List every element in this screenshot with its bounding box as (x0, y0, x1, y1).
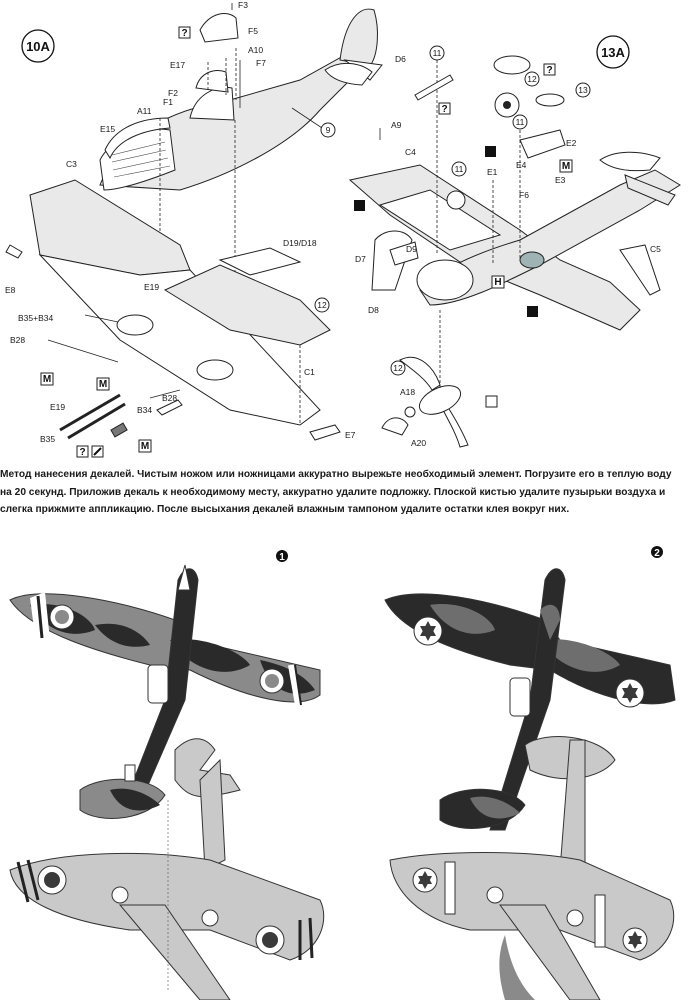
label-e19b: E19 (50, 402, 65, 412)
assembly-diagram: 10A 13A (5, 0, 681, 458)
callout-11b: 11 (516, 117, 525, 127)
fuselage-assembly-right (348, 55, 681, 448)
scheme-number-2: 2 (651, 546, 663, 559)
scheme2-top-view (384, 568, 676, 831)
label-d8: D8 (368, 305, 379, 315)
paint-schemes: 1 2 (9, 546, 676, 1000)
label-c1: C1 (304, 367, 315, 377)
scheme1-top-view (9, 564, 321, 819)
label-a10: A10 (248, 45, 263, 55)
step-badge-10a: 10A (21, 29, 55, 63)
callout-13: 13 (578, 85, 588, 95)
label-b35: B35 (40, 434, 55, 444)
box-m-1: M (43, 374, 51, 385)
label-a9: A9 (391, 120, 402, 130)
label-e3: E3 (555, 175, 566, 185)
callout-11c: 11 (455, 164, 464, 174)
callout-11a: 11 (433, 48, 442, 58)
callout-9: 9 (326, 125, 331, 135)
label-e8: E8 (5, 285, 16, 295)
label-f2: F2 (168, 88, 178, 98)
circle-callouts: 9 11 11 11 12 12 12 13 (314, 45, 591, 376)
label-d6: D6 (395, 54, 406, 64)
label-a20: A20 (411, 438, 426, 448)
part-labels-left: F3 F5 A10 F7 E17 F2 F1 A11 E15 D6 C3 E8 … (5, 0, 406, 444)
label-a18: A18 (400, 387, 415, 397)
scheme-number-1-text: 1 (279, 552, 285, 563)
label-d7: D7 (355, 254, 366, 264)
label-e4: E4 (516, 160, 527, 170)
label-e7: E7 (345, 430, 356, 440)
label-f1: F1 (163, 97, 173, 107)
step-badge-13a: 13A (596, 35, 630, 69)
label-c4: C4 (405, 147, 416, 157)
label-d19-d18: D19/D18 (283, 238, 317, 248)
scheme-number-2-text: 2 (654, 548, 660, 559)
box-question-1: ? (181, 28, 187, 39)
label-f6: F6 (519, 190, 529, 200)
box-h: H (494, 277, 501, 288)
label-b28: B28 (10, 335, 25, 345)
label-d9: D9 (406, 244, 417, 254)
scheme2-bottom-view (389, 736, 675, 1000)
label-b28b: B28 (162, 393, 177, 403)
box-question-3: ? (546, 65, 552, 76)
wing-assembly-left (5, 179, 341, 441)
part-labels-right: A9 C4 E2 E4 E3 E1 F6 D9 D7 D8 C5 A18 A20 (355, 120, 661, 448)
label-c3: C3 (66, 159, 77, 169)
label-c5: C5 (650, 244, 661, 254)
box-question-2: ? (441, 104, 447, 115)
box-m-3: M (141, 441, 149, 452)
scheme1-bottom-view (9, 738, 325, 1000)
callout-12b: 12 (317, 300, 327, 310)
decal-instructions: Метод нанесения декалей. Чистым ножом ил… (0, 469, 672, 515)
label-e15: E15 (100, 124, 115, 134)
box-m-4: M (562, 161, 570, 172)
label-f3: F3 (238, 0, 248, 10)
label-e2: E2 (566, 138, 577, 148)
callout-12a: 12 (527, 74, 537, 84)
label-f5: F5 (248, 26, 258, 36)
fuselage-assembly-left (99, 3, 383, 350)
callout-12c: 12 (393, 363, 403, 373)
label-b35-b34: B35+B34 (18, 313, 53, 323)
box-callouts: ? ? ? ? M M M M H (40, 26, 573, 458)
label-e19: E19 (144, 282, 159, 292)
step-badge-13a-text: 13A (601, 45, 625, 60)
label-a11: A11 (137, 106, 152, 116)
step-badge-10a-text: 10A (26, 39, 50, 54)
box-question-4: ? (79, 447, 85, 458)
label-e1: E1 (487, 167, 498, 177)
label-e17: E17 (170, 60, 185, 70)
label-b34: B34 (137, 405, 152, 415)
label-f7: F7 (256, 58, 266, 68)
box-m-2: M (99, 379, 107, 390)
scheme-number-1: 1 (276, 550, 288, 563)
